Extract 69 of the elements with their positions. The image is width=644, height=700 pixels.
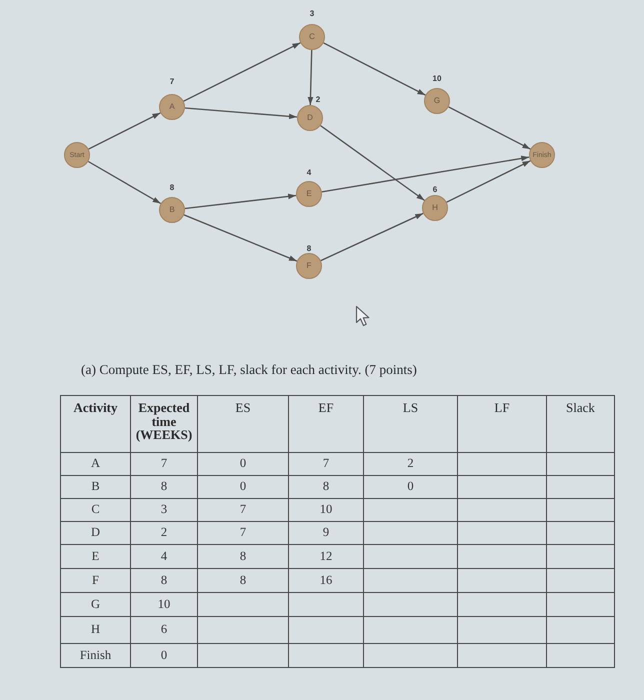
activity-name: C [91, 502, 100, 516]
activity-name: E [92, 548, 100, 563]
expected-time: 2 [160, 525, 168, 540]
question-text: (a) Compute ES, EF, LS, LF, slack for each activity. (7 points) [81, 363, 417, 378]
activity-circle: H [422, 195, 448, 221]
duration-label: 10 [432, 75, 442, 83]
es-value: 0 [240, 456, 246, 470]
arrow [308, 50, 314, 106]
es-value: 0 [240, 479, 246, 494]
arrow [446, 160, 531, 203]
duration-label: 2 [316, 96, 320, 104]
expected-time: 6 [160, 622, 168, 636]
column-header: Activity [73, 400, 118, 415]
activity-name: B [91, 479, 100, 494]
expected-time: 8 [160, 479, 168, 494]
expected-time: 4 [160, 548, 168, 563]
expected-time: 0 [160, 648, 168, 662]
activity-name: D [90, 525, 100, 540]
ef-value: 9 [322, 525, 330, 540]
activity-name: A [90, 456, 100, 470]
arrow [320, 125, 425, 201]
ef-value: 8 [322, 479, 330, 494]
column-header: Expected time (WEEKS) [134, 401, 194, 442]
activity-name: Finish [80, 648, 112, 662]
activity-circle: E [296, 181, 322, 207]
column-header: Slack [566, 400, 595, 415]
activity-circle: F [296, 253, 322, 279]
duration-label: 8 [306, 245, 312, 253]
column-header: LF [494, 400, 510, 415]
column-header: EF [318, 400, 334, 415]
activity-circle: C [299, 24, 325, 50]
es-value: 7 [240, 502, 246, 516]
ef-value: 16 [320, 572, 332, 587]
expected-time: 3 [160, 502, 168, 516]
arrow [448, 106, 531, 150]
expected-time: 8 [160, 572, 168, 587]
activity-circle: A [159, 94, 185, 120]
es-value: 7 [240, 525, 246, 540]
ls-value: 0 [407, 479, 414, 494]
expected-time: 7 [160, 456, 168, 470]
arrow [320, 212, 424, 262]
duration-label: 4 [306, 169, 312, 177]
arrow [184, 107, 298, 120]
duration-label: 3 [310, 10, 314, 18]
arrow [184, 214, 298, 262]
ef-value: 7 [322, 456, 330, 470]
column-header: LS [402, 400, 418, 415]
activity-circle: G [424, 88, 450, 114]
es-value: 8 [240, 572, 246, 587]
expected-time: 10 [158, 596, 170, 611]
ef-value: 12 [320, 548, 332, 563]
es-value: 8 [240, 548, 246, 563]
ef-value: 10 [320, 502, 332, 516]
arrow [183, 42, 301, 102]
arrow [88, 160, 162, 204]
activity-circle: D [297, 105, 323, 131]
arrow [184, 194, 296, 210]
activity-circle: B [159, 197, 185, 223]
duration-label: 6 [432, 186, 438, 194]
duration-label: 7 [170, 78, 174, 86]
activity-name: H [90, 622, 100, 636]
arrow [323, 42, 426, 96]
ls-value: 2 [407, 456, 414, 470]
activity-name: F [92, 572, 99, 587]
duration-label: 8 [170, 184, 174, 192]
activity-name: G [90, 596, 100, 611]
column-header: ES [235, 400, 251, 415]
arrow [322, 156, 530, 193]
arrow [88, 112, 161, 150]
